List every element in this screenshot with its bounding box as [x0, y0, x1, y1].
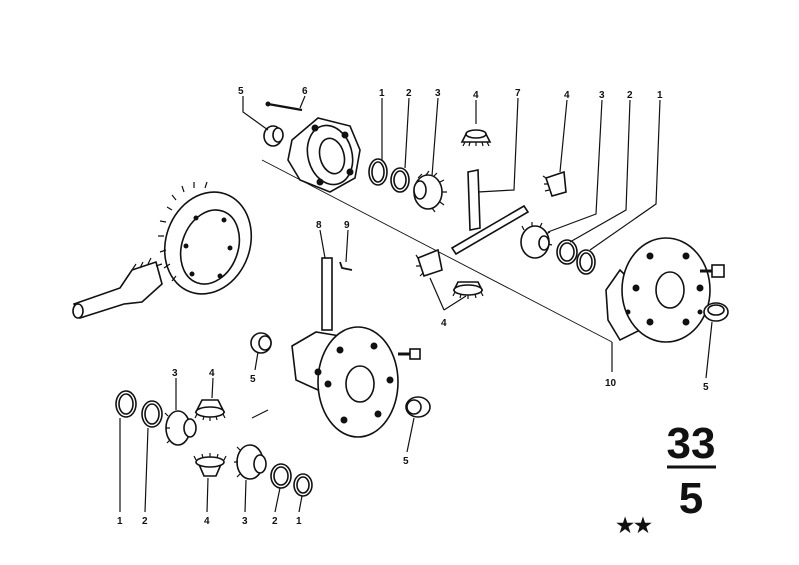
callout-3-bottom: 3: [242, 516, 248, 527]
side-gear-3-lower-mid: [234, 444, 267, 480]
upper-case-housing: [287, 117, 361, 193]
bearing-5-lower-right: [405, 396, 431, 418]
ring-2-lower-mid: [270, 463, 292, 489]
double-star-marker: ★★: [616, 515, 652, 537]
callout-2-right: 2: [627, 90, 633, 101]
callout-4-right: 4: [564, 90, 570, 101]
callout-1-bottom: 1: [117, 516, 123, 527]
cross-shaft-7: [450, 169, 530, 256]
ring-1-lower-left: [115, 390, 137, 418]
upper-bearing-5: [263, 125, 284, 147]
group-number-top: 33: [667, 419, 716, 468]
pin-6: [265, 101, 303, 112]
dash-mark: [251, 409, 269, 419]
drive-pinion: [72, 257, 163, 319]
callout-5-upper: 5: [238, 86, 244, 97]
side-gear-3-right: [520, 222, 553, 259]
callout-labels: 5 6 1 2 3 4 7 4 3 2 1 8 9 4 10 5 5 3 4 5…: [117, 86, 709, 527]
bearing-5-lower-left: [250, 332, 272, 354]
callout-4-upper: 4: [473, 90, 479, 101]
callout-2-bottom-right: 2: [272, 516, 278, 527]
bearing-5-right: [703, 302, 729, 322]
ring-2-lower-left: [141, 400, 163, 428]
callout-6: 6: [302, 86, 308, 97]
callout-1-upper: 1: [379, 88, 385, 99]
callout-2-upper: 2: [406, 88, 412, 99]
callout-7: 7: [515, 88, 521, 99]
ring-2-upper: [390, 167, 410, 193]
callout-1-bottom-right: 1: [296, 516, 302, 527]
callout-5-lower-right: 5: [403, 456, 409, 467]
lower-case-housing: [291, 326, 399, 438]
callout-5-right: 5: [703, 382, 709, 393]
pinion-gear-4-upper-a: [460, 129, 492, 147]
callout-8: 8: [316, 220, 322, 231]
clip-9: [339, 261, 353, 271]
callout-4-lower: 4: [209, 368, 215, 379]
callout-2-bottom: 2: [142, 516, 148, 527]
pinion-gear-4-mid-b: [452, 281, 484, 299]
callout-9: 9: [344, 220, 350, 231]
shaft-8: [321, 257, 333, 331]
bolt-right: [700, 264, 725, 278]
ring-1-right: [576, 249, 596, 275]
callout-4-bottom: 4: [204, 516, 210, 527]
group-number-bottom: 5: [679, 474, 703, 523]
side-gear-3-upper: [413, 170, 447, 213]
callout-5-lower-left: 5: [250, 374, 256, 385]
group-number: 33 5: [667, 419, 716, 523]
pinion-gear-4-mid-a: [415, 248, 443, 278]
pinion-gear-4-lower-mid: [193, 453, 227, 477]
leader-lines: [119, 95, 713, 513]
ring-1-lower-mid: [293, 473, 313, 497]
ring-gear: [158, 181, 253, 295]
ring-2-right: [556, 239, 578, 265]
pinion-gear-4-upper-b: [542, 170, 567, 197]
bolt-lower: [398, 348, 421, 360]
callout-10: 10: [605, 378, 617, 389]
pinion-gear-4-lower-left: [194, 399, 226, 421]
callout-3-upper: 3: [435, 88, 441, 99]
right-case-flange: [605, 237, 711, 343]
callout-4-mid: 4: [441, 318, 447, 329]
ring-1-upper: [368, 158, 388, 186]
callout-3-lower: 3: [172, 368, 178, 379]
callout-3-right: 3: [599, 90, 605, 101]
side-gear-3-lower-left: [164, 410, 197, 446]
callout-1-right: 1: [657, 90, 663, 101]
